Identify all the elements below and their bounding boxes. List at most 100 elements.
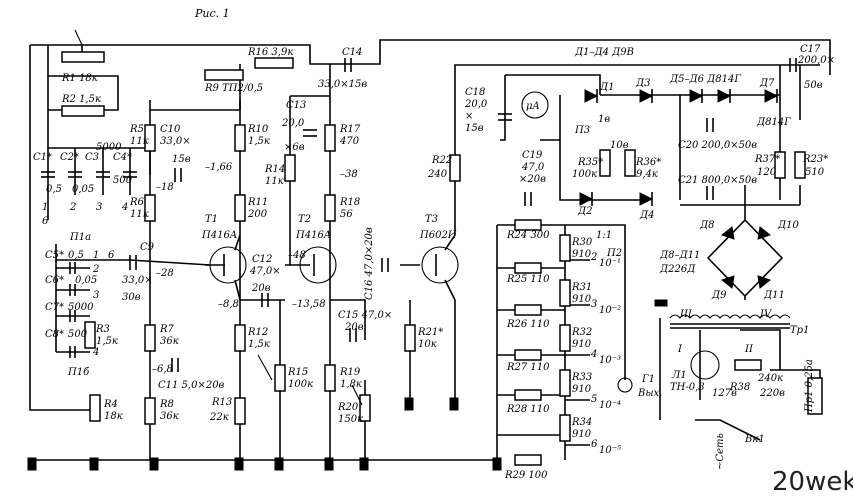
resistor-r34 bbox=[559, 414, 571, 442]
label-r8: R8 bbox=[159, 399, 174, 410]
diode-d8 bbox=[720, 226, 735, 240]
resistor-r4 bbox=[89, 394, 101, 422]
label-a3-left: 3 bbox=[93, 290, 99, 301]
label-c15v: 20в bbox=[344, 322, 364, 333]
resistor-r38 bbox=[734, 359, 762, 371]
label-t1-type: П416А bbox=[201, 230, 237, 241]
label-r1: R1 18к bbox=[61, 73, 98, 84]
label-c17v2: 50в bbox=[804, 80, 823, 91]
label-r12v: 1,5к bbox=[248, 339, 270, 350]
label-c12: C12 bbox=[252, 254, 272, 265]
label-p1a: П1а bbox=[69, 232, 91, 243]
label-c8: C8* bbox=[45, 329, 64, 340]
label-r36v: 9,4к bbox=[636, 169, 658, 180]
label-r18: R18 bbox=[339, 197, 360, 208]
resistor-r33 bbox=[559, 369, 571, 397]
label-r15v: 100к bbox=[288, 379, 313, 390]
label-c4: C4* bbox=[113, 152, 132, 163]
label-p2: П2 bbox=[606, 248, 622, 259]
resistor-r12 bbox=[234, 324, 246, 352]
label-c15: C15 47,0× bbox=[338, 310, 392, 321]
label-r10: R10 bbox=[247, 124, 269, 135]
label-d3: Д3 bbox=[635, 78, 651, 89]
microammeter bbox=[521, 91, 549, 119]
label-r21: R21* bbox=[417, 327, 443, 338]
labels: Рис. 1 R1 18к R2 1,5к R16 3,9к C14 33,0×… bbox=[33, 7, 853, 497]
resistor-r11 bbox=[234, 194, 246, 222]
label-c7: C7* bbox=[45, 302, 64, 313]
label-c9: C9 bbox=[140, 242, 155, 253]
label-d8: Д8 bbox=[699, 220, 715, 231]
label-t1: T1 bbox=[205, 214, 218, 225]
label-c1: C1* bbox=[33, 152, 52, 163]
label-r38v: 240к bbox=[757, 373, 783, 384]
label-r37: R37* bbox=[754, 154, 780, 165]
label-r17: R17 bbox=[339, 124, 361, 135]
label-winding-iv: IV bbox=[759, 309, 773, 320]
label-d5d6: Д5–Д6 Д814Г bbox=[669, 74, 741, 85]
label-c10v: 33,0× bbox=[160, 136, 191, 147]
label-v88: –8,8 bbox=[218, 299, 239, 310]
resistor-r30 bbox=[559, 234, 571, 262]
label-v38: –38 bbox=[340, 169, 358, 180]
label-l1-type: ТН-0,3 bbox=[670, 382, 705, 393]
label-tap4: 4 bbox=[590, 349, 597, 360]
label-c9v: 33,0× bbox=[122, 275, 153, 286]
diode-d5 bbox=[689, 89, 704, 103]
resistor-r7 bbox=[144, 324, 156, 352]
label-c17: C17 bbox=[800, 44, 821, 55]
transistor-t3 bbox=[421, 246, 459, 284]
label-r22v: 240 bbox=[427, 169, 448, 180]
label-r3v: 1,5к bbox=[96, 336, 118, 347]
label-c3v: 5000 bbox=[96, 142, 122, 153]
label-r6: R6 bbox=[129, 197, 145, 208]
label-r14v: 11к bbox=[265, 176, 284, 187]
label-tap3-exp: 10⁻² bbox=[599, 305, 621, 316]
resistors bbox=[61, 51, 806, 466]
label-r10v: 1,5к bbox=[248, 136, 270, 147]
label-r7v: 36к bbox=[160, 336, 179, 347]
label-n1: 1 bbox=[42, 202, 48, 213]
label-r22: R22 bbox=[431, 155, 452, 166]
label-c5v: 0,5 bbox=[68, 250, 84, 261]
label-t3-type: П602И bbox=[419, 230, 457, 241]
resistor-r29 bbox=[514, 454, 542, 466]
label-r31: R31 bbox=[571, 282, 592, 293]
label-c9v2: 30в bbox=[122, 292, 141, 303]
label-vk1: Вк1 bbox=[744, 434, 765, 445]
generator-g1-output bbox=[617, 377, 633, 393]
label-v28: –28 bbox=[156, 268, 174, 279]
resistor-r14 bbox=[284, 154, 296, 182]
label-r4: R4 bbox=[103, 399, 118, 410]
label-c8v: 500 bbox=[68, 329, 88, 340]
label-r27: R27 110 bbox=[506, 362, 550, 373]
label-n6: 6 bbox=[42, 216, 49, 227]
resistor-r25 bbox=[514, 262, 542, 274]
label-p3a: 1в bbox=[598, 114, 610, 125]
label-tap6: 6 bbox=[591, 439, 598, 450]
label-c6v: 0,05 bbox=[75, 275, 97, 286]
label-d10: Д10 bbox=[777, 220, 799, 231]
label-c14: C14 bbox=[342, 47, 362, 58]
label-r23: R23* bbox=[802, 154, 828, 165]
label-r14: R14 bbox=[264, 164, 285, 175]
resistor-r13 bbox=[234, 397, 246, 425]
label-r20v: 150к bbox=[338, 414, 363, 425]
diode-d11 bbox=[757, 275, 772, 289]
label-v18: –18 bbox=[156, 182, 174, 193]
resistor-r18 bbox=[324, 194, 336, 222]
label-r7: R7 bbox=[159, 324, 175, 335]
resistor-r6 bbox=[144, 194, 156, 222]
label-r13: R13 bbox=[211, 397, 232, 408]
label-127v: 127в bbox=[712, 388, 737, 399]
label-c2: C2* bbox=[60, 152, 79, 163]
resistor-r22 bbox=[449, 154, 461, 182]
resistor-r17 bbox=[324, 124, 336, 152]
label-c6: C6* bbox=[45, 275, 64, 286]
figure-label: Рис. 1 bbox=[194, 7, 230, 20]
label-d8d11: Д8–Д11 bbox=[659, 250, 700, 261]
label-d7: Д7 bbox=[759, 78, 775, 89]
label-r21v: 10к bbox=[418, 339, 437, 350]
resistor-r27 bbox=[514, 349, 542, 361]
resistor-r36 bbox=[624, 149, 636, 177]
